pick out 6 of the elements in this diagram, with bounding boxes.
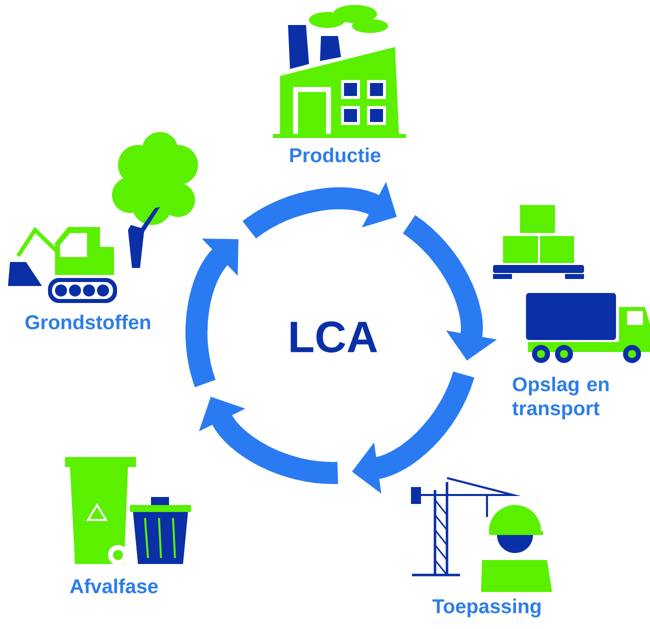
stage-label: Productie: [290, 148, 380, 162]
stage-label: Toepassing: [432, 598, 540, 618]
center-label: LCA: [290, 321, 378, 353]
stage-label: Opslag en transport: [512, 376, 609, 420]
stage-label: Afvalfase: [70, 578, 158, 594]
stage-label: Grondstoffen: [26, 314, 150, 330]
